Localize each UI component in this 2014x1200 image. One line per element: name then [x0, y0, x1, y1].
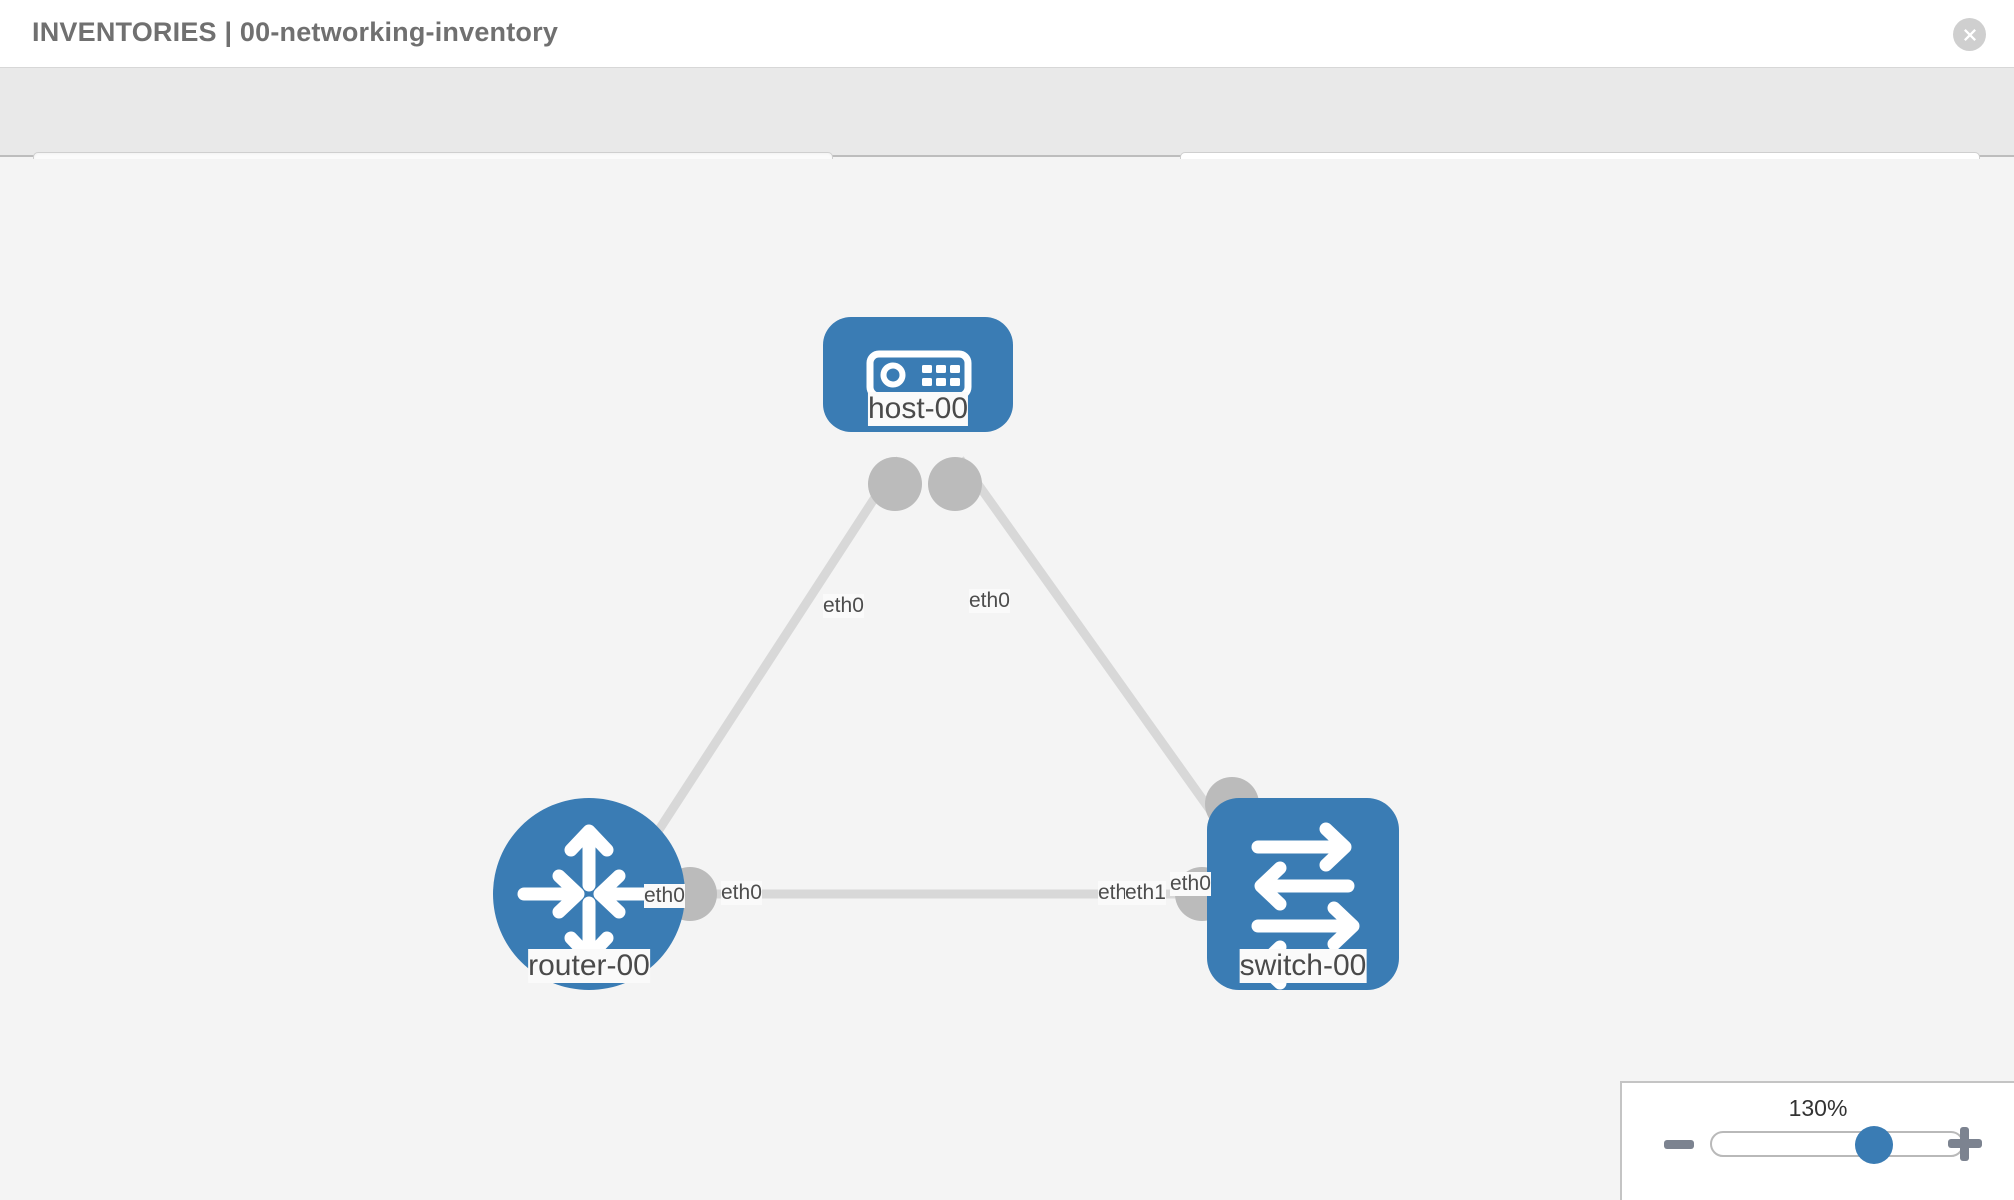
page-title: INVENTORIES | 00-networking-inventory [32, 17, 559, 47]
zoom-control-panel: 130% [1620, 1081, 2014, 1200]
link-group [636, 456, 1250, 899]
zoom-slider-thumb[interactable] [1855, 1126, 1893, 1164]
titlebar: INVENTORIES | 00-networking-inventory [0, 0, 2014, 68]
topology-canvas[interactable]: host-00 router-00 switch-00 eth0 eth0 et… [0, 159, 2014, 1200]
close-button[interactable] [1953, 18, 1986, 51]
link-host-switch[interactable] [956, 456, 1249, 862]
link-host-router[interactable] [636, 456, 904, 862]
zoom-level-value: 130% [1788, 1095, 1848, 1121]
zoom-out-button[interactable] [1664, 1140, 1694, 1149]
node-router-00[interactable] [493, 798, 685, 990]
socket-host-right[interactable] [928, 457, 982, 511]
topology-graph [493, 317, 1399, 990]
socket-host-left[interactable] [868, 457, 922, 511]
node-switch-00[interactable] [1207, 798, 1399, 990]
close-icon [1963, 28, 1976, 41]
zoom-slider[interactable] [1710, 1126, 1964, 1164]
toolbar: ACTIONS SEARCH [0, 68, 2014, 206]
node-host-00[interactable] [823, 317, 1013, 432]
zoom-in-button[interactable] [1948, 1127, 1982, 1161]
